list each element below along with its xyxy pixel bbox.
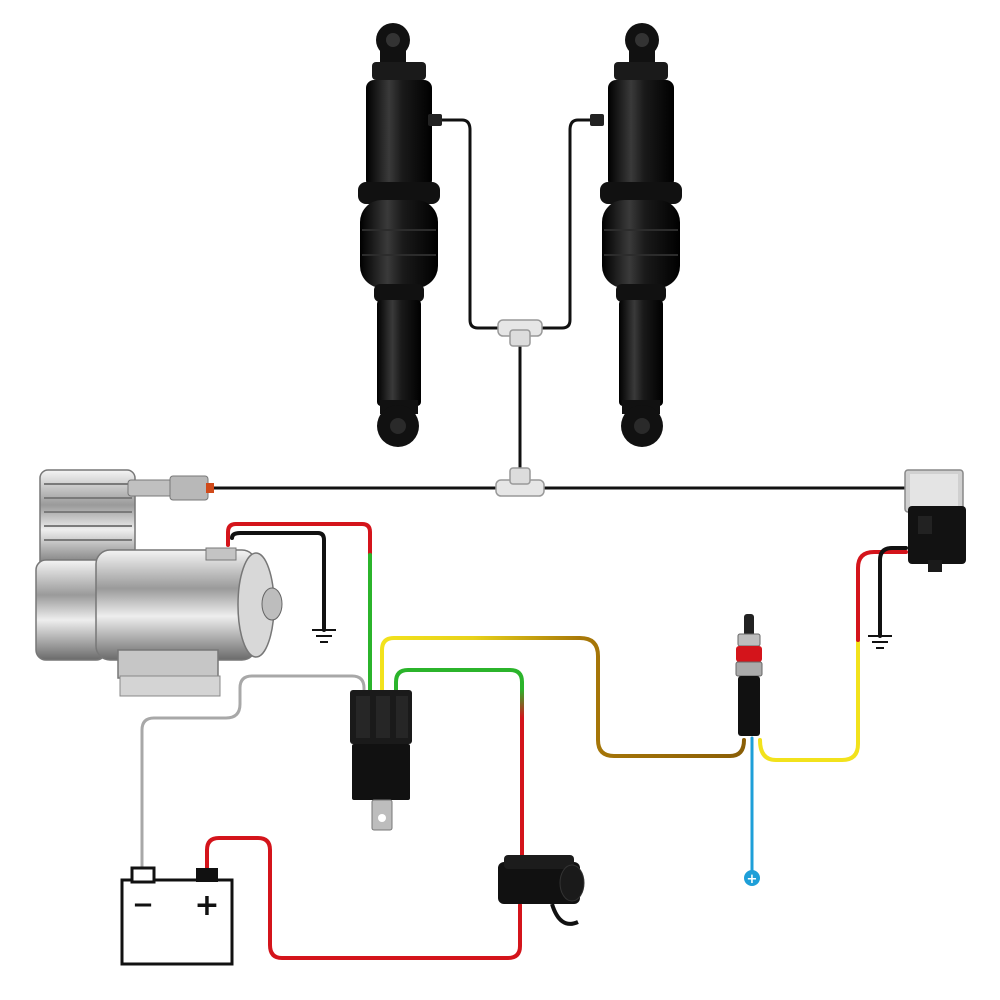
wire-switch-to-valve [758, 638, 860, 762]
wire-relay-to-switch [380, 636, 746, 758]
battery-icon [120, 866, 234, 966]
air-shock-left-icon [358, 23, 442, 447]
wire-battery-negative [140, 674, 366, 870]
tee-fitting-icon [497, 319, 543, 347]
wiring [140, 522, 908, 960]
battery-positive-label: + [194, 888, 219, 923]
air-line-left-shock [440, 118, 505, 330]
wire-valve-ground [878, 546, 908, 638]
fuse-holder-icon [498, 855, 585, 926]
toggle-switch-icon [735, 614, 763, 736]
wire-valve-positive [856, 550, 908, 642]
ground-symbol-icon [312, 629, 336, 643]
wire-relay-to-fuse [394, 668, 524, 864]
wire-battery-positive [205, 836, 522, 960]
tee-fitting-lower [495, 467, 545, 497]
wire-compressor-ground [230, 531, 326, 632]
solenoid-valve-icon [904, 469, 966, 572]
battery-negative-label: − [132, 890, 154, 920]
air-compressor-icon [35, 469, 283, 697]
relay-icon [350, 690, 412, 831]
switch-feed-positive-label: + [747, 872, 758, 887]
ground-symbol-valve [868, 635, 892, 649]
air-shock-right-icon [590, 23, 682, 447]
wire-compressor-positive [226, 522, 372, 557]
air-lines [210, 118, 910, 490]
switch-feed-terminal [744, 870, 760, 886]
air-line-right-shock [535, 118, 595, 330]
